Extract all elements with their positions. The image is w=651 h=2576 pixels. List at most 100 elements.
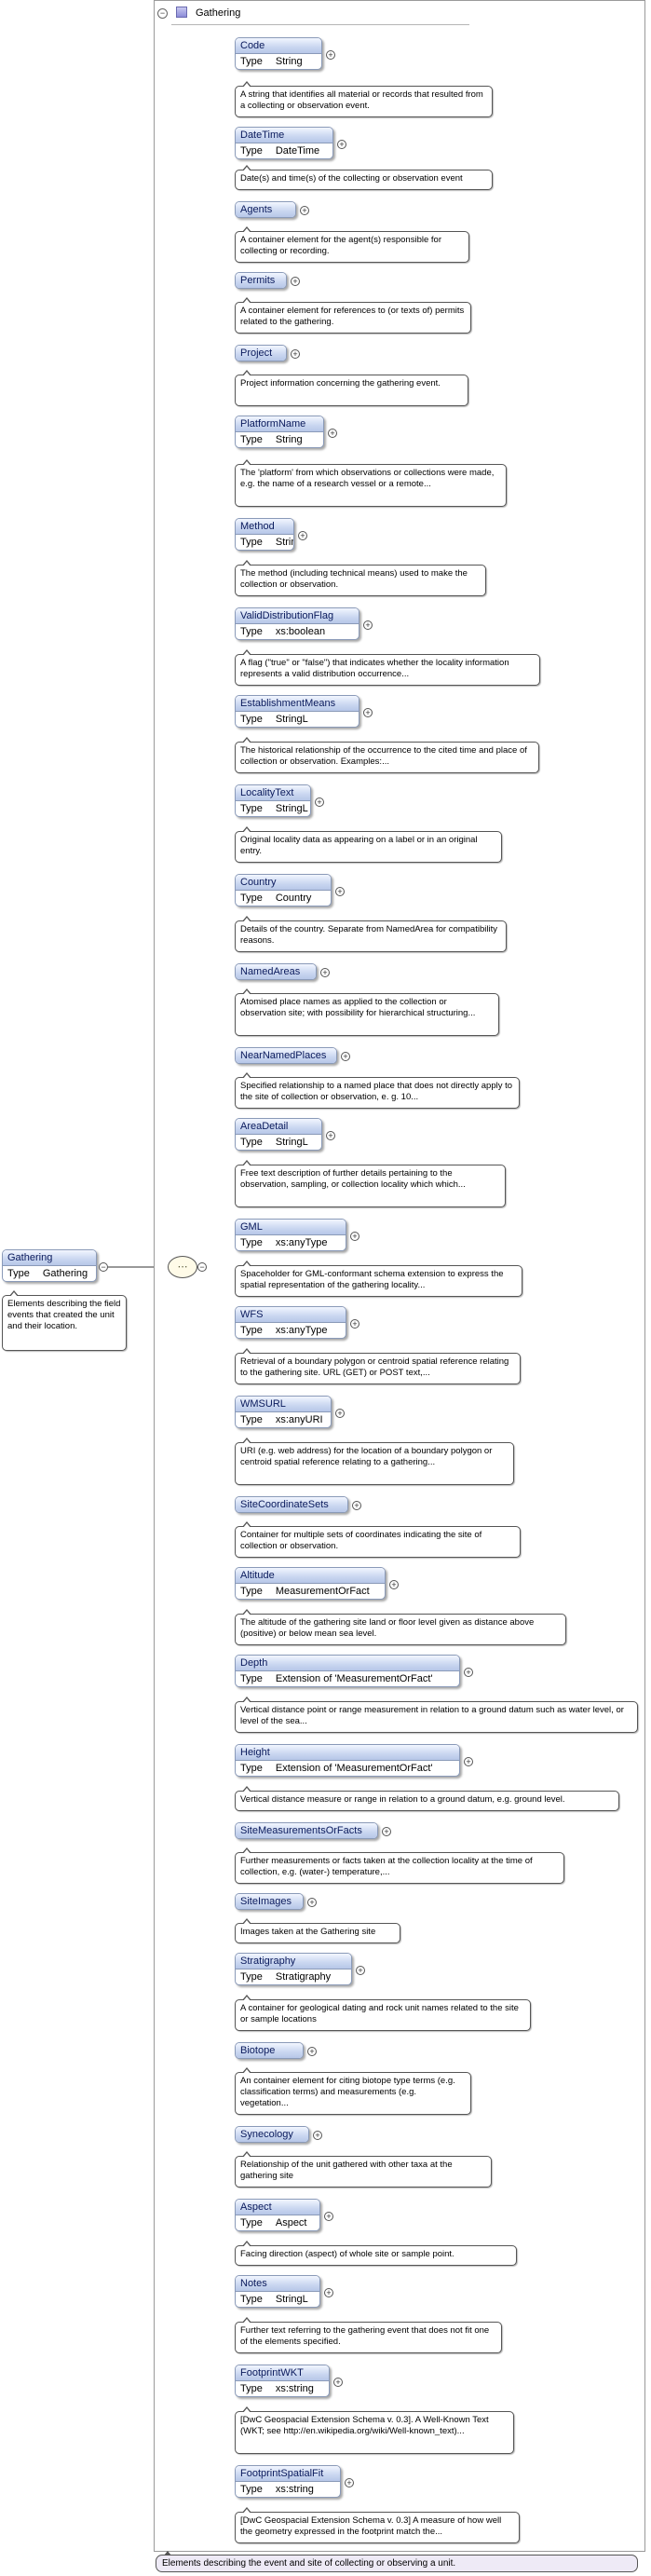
type-label: Type	[240, 1237, 263, 1248]
element-sitemeasurementsorfacts[interactable]: SiteMeasurementsOrFacts	[235, 1822, 378, 1842]
expand-icon[interactable]: +	[363, 620, 373, 630]
expand-icon[interactable]: +	[300, 206, 309, 215]
element-synecology[interactable]: Synecology	[235, 2126, 309, 2146]
expand-icon[interactable]: +	[335, 1409, 345, 1418]
expand-icon[interactable]: +	[307, 2047, 317, 2056]
collapse-icon[interactable]: −	[157, 8, 168, 19]
expand-icon[interactable]: +	[320, 968, 330, 977]
expand-icon[interactable]: +	[291, 277, 300, 286]
expand-icon[interactable]: +	[298, 531, 307, 540]
element-project[interactable]: Project	[235, 345, 287, 364]
element-box[interactable]: SiteCoordinateSets	[235, 1496, 348, 1513]
expand-icon[interactable]: +	[345, 2478, 354, 2487]
sequence-expand-icon[interactable]: −	[197, 1262, 207, 1272]
element-biotope[interactable]: Biotope	[235, 2042, 304, 2062]
element-method[interactable]: MethodTypeStringL	[235, 518, 294, 553]
sequence-compositor-icon[interactable]: ⋯	[168, 1256, 197, 1278]
element-siteimages[interactable]: SiteImages	[235, 1893, 304, 1913]
element-nearnamedplaces[interactable]: NearNamedPlaces	[235, 1047, 337, 1067]
element-agents[interactable]: Agents	[235, 201, 296, 221]
expand-icon[interactable]: +	[350, 1232, 359, 1241]
element-box[interactable]: Project	[235, 345, 287, 361]
element-box[interactable]: Biotope	[235, 2042, 304, 2059]
expand-icon[interactable]: +	[326, 50, 335, 60]
expand-icon[interactable]: +	[337, 140, 346, 149]
expand-icon[interactable]: +	[313, 2131, 322, 2140]
element-namedareas[interactable]: NamedAreas	[235, 963, 317, 983]
element-box[interactable]: Permits	[235, 272, 287, 289]
element-box[interactable]: SiteMeasurementsOrFacts	[235, 1822, 378, 1839]
element-box[interactable]: Agents	[235, 201, 296, 218]
expand-icon[interactable]: +	[382, 1827, 391, 1836]
expand-icon[interactable]: +	[307, 1898, 317, 1907]
element-box[interactable]: NamedAreas	[235, 963, 317, 980]
expand-icon[interactable]: +	[326, 1131, 335, 1140]
expand-icon[interactable]: +	[464, 1757, 473, 1766]
expand-icon[interactable]: +	[333, 2378, 343, 2387]
element-box[interactable]: MethodTypeStringL	[235, 518, 294, 551]
element-name: Method	[236, 519, 293, 534]
expand-icon[interactable]: +	[464, 1668, 473, 1677]
expand-icon[interactable]: +	[315, 797, 324, 807]
expand-icon[interactable]: +	[341, 1052, 350, 1061]
element-box[interactable]: Synecology	[235, 2126, 309, 2143]
expand-icon[interactable]: +	[389, 1580, 399, 1589]
element-documentation: The 'platform' from which observations o…	[235, 459, 507, 507]
expand-icon[interactable]: +	[335, 887, 345, 896]
element-sitecoordinatesets[interactable]: SiteCoordinateSets	[235, 1496, 348, 1516]
root-expand-icon[interactable]: −	[99, 1262, 108, 1272]
complex-type-icon	[176, 7, 187, 18]
element-box[interactable]: SiteImages	[235, 1893, 304, 1910]
expand-icon[interactable]: +	[328, 429, 337, 438]
expand-icon[interactable]: +	[291, 349, 300, 359]
expand-icon[interactable]: +	[324, 2288, 333, 2297]
expand-icon[interactable]: +	[324, 2212, 333, 2221]
expand-icon[interactable]: +	[352, 1501, 361, 1510]
expand-icon[interactable]: +	[356, 1966, 365, 1975]
element-box[interactable]: NearNamedPlaces	[235, 1047, 337, 1064]
element-permits[interactable]: Permits	[235, 272, 287, 292]
expand-icon[interactable]: +	[363, 708, 373, 717]
expand-icon[interactable]: +	[350, 1319, 359, 1329]
